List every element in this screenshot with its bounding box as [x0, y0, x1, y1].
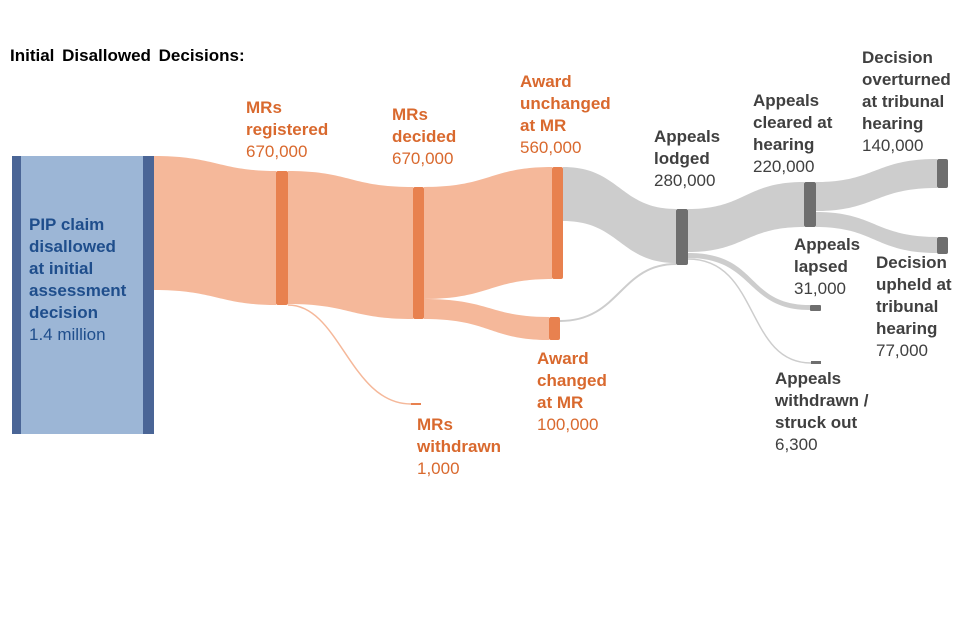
label-line: Award [537, 349, 589, 368]
label-value: 280,000 [654, 171, 716, 190]
label-source-line: assessment [29, 281, 127, 300]
label-line: struck out [775, 413, 858, 432]
node-appeals-cleared [804, 182, 816, 227]
node-upheld [937, 237, 948, 254]
node-appeals-withdrawn [811, 361, 821, 364]
label-value: 560,000 [520, 138, 582, 157]
node-source-left-edge [12, 156, 21, 434]
label-mrs-decided: MRs decided 670,000 [392, 104, 456, 170]
label-line: withdrawn / [775, 391, 869, 410]
node-appeals-lodged [676, 209, 688, 265]
label-line: overturned [862, 70, 951, 89]
label-line: MRs [417, 415, 453, 434]
label-appeals-withdrawn: Appeals withdrawn / struck out 6,300 [775, 368, 869, 456]
label-value: 77,000 [876, 341, 928, 360]
flow-mrs-decided-to-award-unchanged [424, 167, 552, 299]
node-appeals-lapsed [810, 305, 821, 311]
label-value: 220,000 [753, 157, 815, 176]
flow-appeals-cleared-to-upheld [816, 212, 937, 253]
label-line: MRs [392, 105, 428, 124]
label-line: hearing [876, 319, 938, 338]
flow-award-unchanged-to-appeals-lodged [563, 167, 676, 263]
flow-appeals-lodged-to-appeals-withdrawn [687, 258, 812, 364]
node-source-right-edge [143, 156, 154, 434]
node-mrs-registered [276, 171, 288, 305]
label-line: at MR [520, 116, 567, 135]
label-line: Appeals [775, 369, 842, 388]
label-line: Decision [862, 48, 933, 67]
label-award-changed: Award changed at MR 100,000 [537, 348, 607, 436]
label-line: unchanged [520, 94, 611, 113]
label-line: lapsed [794, 257, 848, 276]
label-line: hearing [753, 135, 815, 154]
node-award-unchanged [552, 167, 563, 279]
label-line: at tribunal [862, 92, 945, 111]
label-line: Appeals [654, 127, 721, 146]
label-value: 1,000 [417, 459, 460, 478]
label-line: withdrawn [417, 437, 502, 456]
label-upheld: Decision upheld at tribunal hearing 77,0… [876, 252, 952, 362]
flow-mrs-decided-to-award-changed [424, 299, 549, 340]
label-line: decided [392, 127, 457, 146]
flow-source-to-mrs-registered [154, 156, 276, 305]
flow-appeals-lodged-to-appeals-lapsed [688, 253, 810, 310]
label-source-line: decision [29, 303, 98, 322]
label-line: Appeals [753, 91, 820, 110]
label-mrs-registered: MRs registered 670,000 [246, 97, 328, 163]
label-value: 670,000 [246, 142, 308, 161]
label-award-unchanged: Award unchanged at MR 560,000 [520, 71, 611, 159]
flow-mrs-registered-to-mrs-withdrawn [287, 304, 412, 405]
label-value: 100,000 [537, 415, 599, 434]
flow-award-changed-to-appeals-lodged [559, 263, 677, 322]
label-source: PIP claim disallowed at initial assessme… [29, 214, 126, 346]
label-value: 31,000 [794, 279, 846, 298]
node-source [12, 156, 154, 434]
node-mrs-withdrawn [411, 403, 421, 405]
label-value: 670,000 [392, 149, 454, 168]
label-line: lodged [654, 149, 710, 168]
label-line: Decision [876, 253, 947, 272]
label-line: Award [520, 72, 572, 91]
label-line: tribunal [876, 297, 939, 316]
label-appeals-lodged: Appeals lodged 280,000 [654, 126, 720, 192]
label-line: MRs [246, 98, 282, 117]
label-source-line: disallowed [29, 237, 116, 256]
label-source-line: at initial [29, 259, 94, 278]
diagram-title: Initial Disallowed Decisions: [10, 46, 245, 65]
label-line: registered [246, 120, 329, 139]
label-line: upheld at [876, 275, 952, 294]
label-source-value: 1.4 million [29, 325, 106, 344]
node-award-changed [549, 317, 560, 340]
label-line: cleared at [753, 113, 833, 132]
flow-appeals-cleared-to-overturned [816, 159, 937, 211]
label-appeals-lapsed: Appeals lapsed 31,000 [794, 234, 860, 300]
label-mrs-withdrawn: MRs withdrawn 1,000 [417, 414, 501, 480]
label-line: at MR [537, 393, 584, 412]
label-overturned: Decision overturned at tribunal hearing … [862, 47, 951, 157]
label-appeals-cleared: Appeals cleared at hearing 220,000 [753, 90, 832, 178]
flow-mrs-registered-to-mrs-decided [288, 171, 413, 319]
label-value: 6,300 [775, 435, 818, 454]
label-line: changed [537, 371, 607, 390]
label-line: hearing [862, 114, 924, 133]
node-overturned [937, 159, 948, 188]
flow-appeals-lodged-to-appeals-cleared [688, 182, 804, 252]
label-source-line: PIP claim [29, 215, 105, 234]
label-value: 140,000 [862, 136, 924, 155]
node-mrs-decided [413, 187, 424, 319]
label-line: Appeals [794, 235, 861, 254]
